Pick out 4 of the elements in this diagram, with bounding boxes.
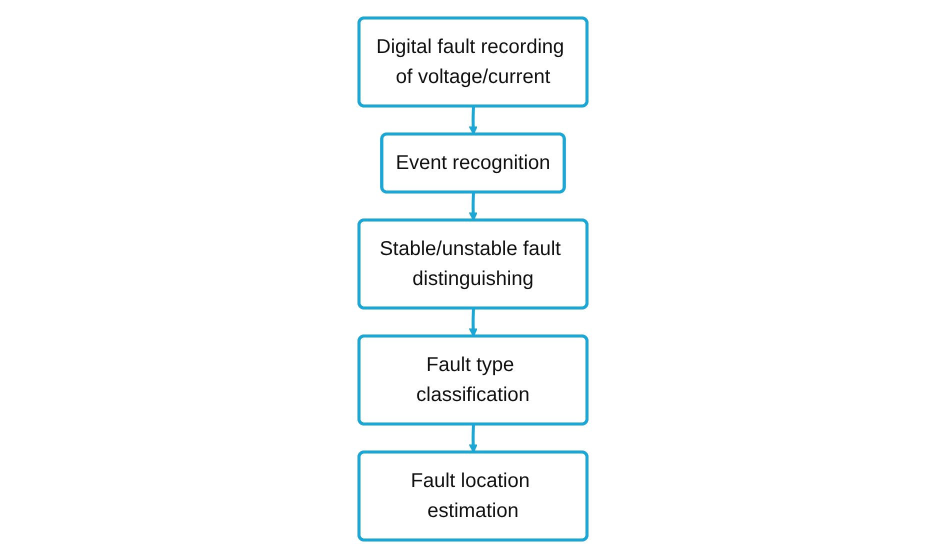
arrow bbox=[468, 106, 478, 134]
arrow bbox=[468, 308, 478, 336]
arrow bbox=[468, 424, 478, 452]
arrow bbox=[468, 192, 478, 220]
